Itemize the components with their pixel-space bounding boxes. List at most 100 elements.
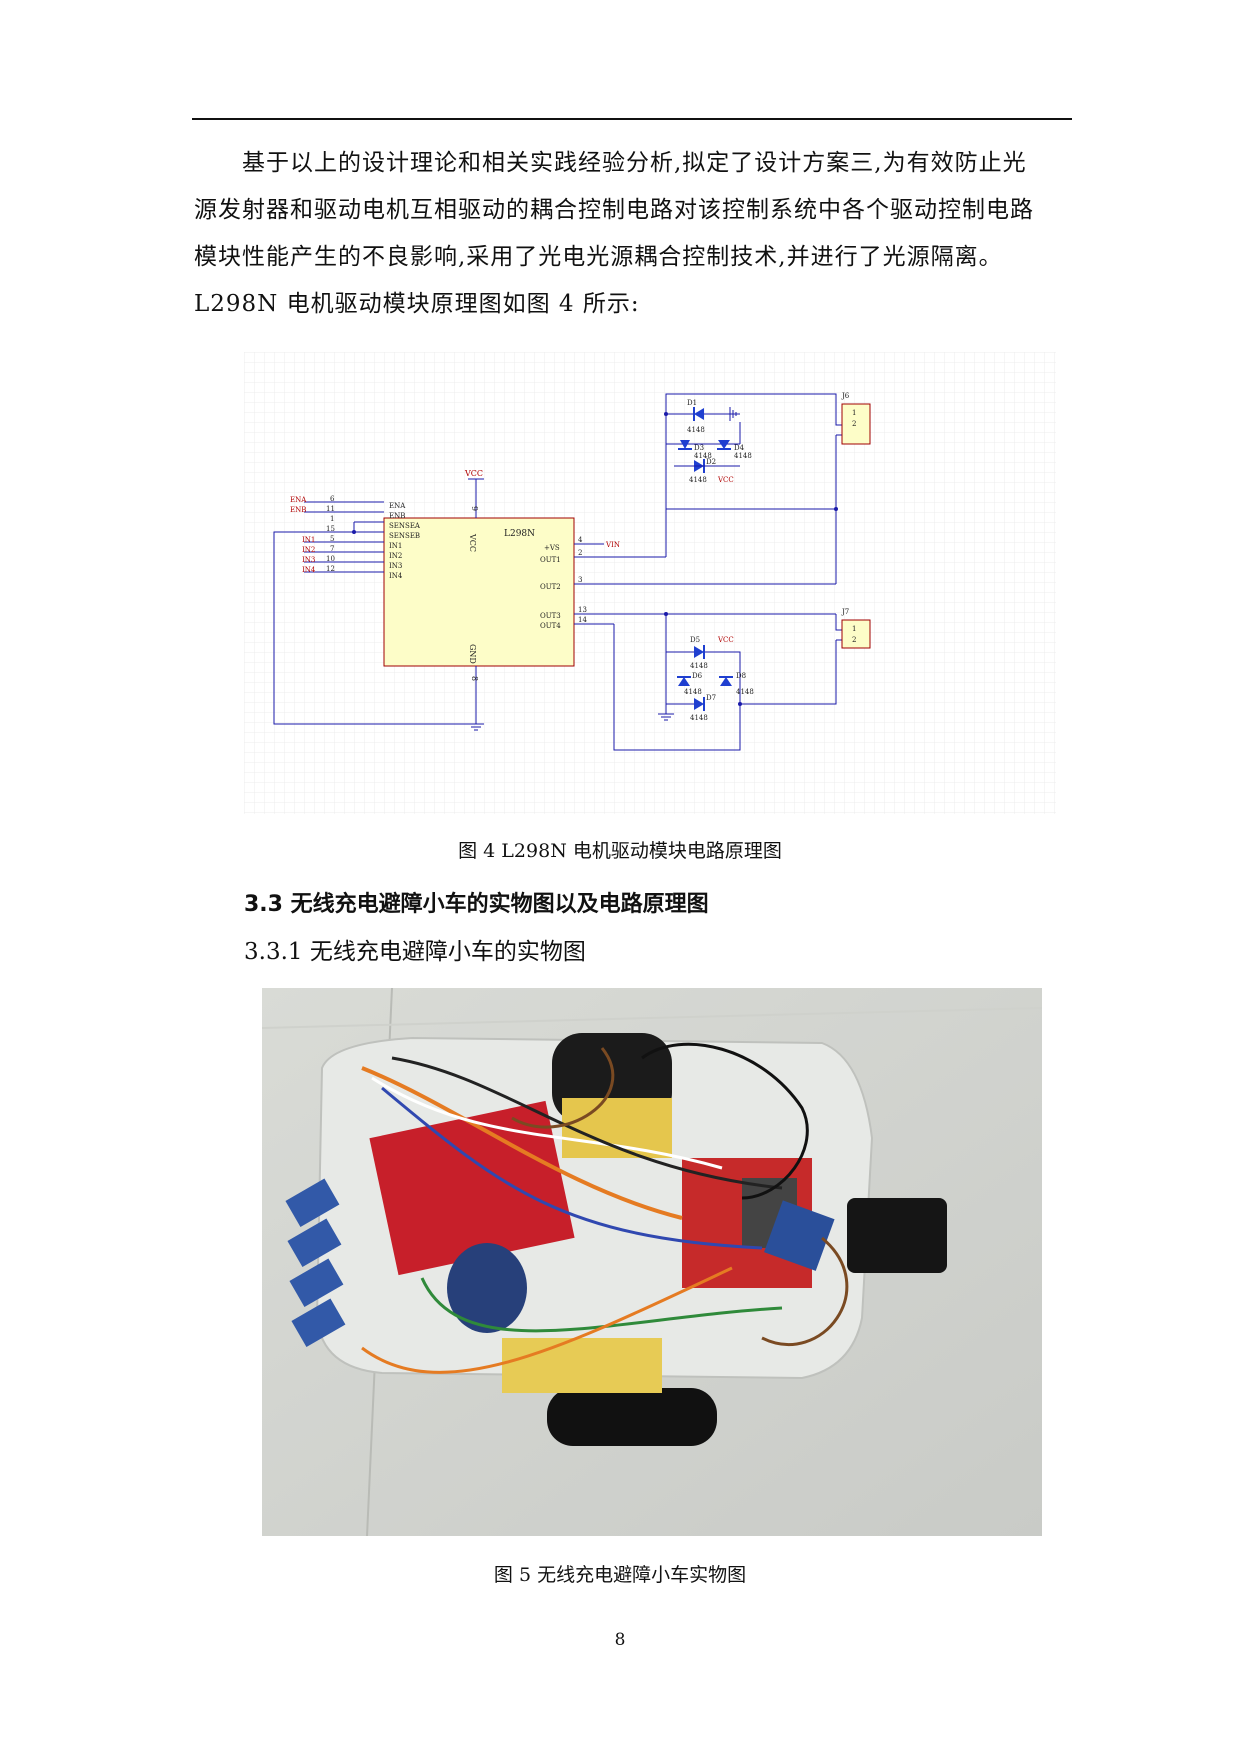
- left-pin-senseb: 15 SENSEB: [326, 525, 420, 540]
- vcc-pin-number: 9: [470, 506, 479, 511]
- svg-text:3: 3: [578, 576, 582, 584]
- svg-text:SENSEB: SENSEB: [389, 532, 420, 540]
- diode-d7: D7 4148: [666, 694, 716, 722]
- ground-symbol-top: [718, 407, 737, 421]
- svg-text:IN3: IN3: [389, 562, 402, 570]
- svg-text:IN4: IN4: [389, 572, 403, 580]
- body-paragraph: 基于以上的设计理论和相关实践经验分析,拟定了设计方案三,为有效防止光 源发射器和…: [194, 140, 1074, 328]
- svg-text:IN2: IN2: [389, 552, 402, 560]
- left-pin-in1: IN1 5 IN1: [302, 535, 402, 550]
- right-pin-out1: 2 OUT1: [540, 549, 666, 564]
- svg-text:2: 2: [578, 549, 582, 557]
- diode-d8: D8 4148: [719, 672, 754, 696]
- svg-text:4148: 4148: [690, 662, 708, 670]
- svg-text:12: 12: [326, 565, 335, 573]
- svg-text:4148: 4148: [734, 452, 752, 460]
- svg-text:4148: 4148: [694, 452, 712, 460]
- l298n-chip: [383, 517, 575, 667]
- svg-text:VIN: VIN: [605, 541, 620, 549]
- svg-text:13: 13: [578, 606, 587, 614]
- svg-text:SENSEA: SENSEA: [389, 522, 421, 530]
- left-pin-sensea: 1 SENSEA: [330, 515, 421, 530]
- left-pin-in2: IN2 7 IN2: [302, 545, 402, 560]
- diode-d4: D4 4148: [717, 440, 752, 460]
- svg-text:D2: D2: [706, 458, 716, 466]
- svg-text:1: 1: [852, 625, 856, 633]
- right-pin-vs: 4 +VS VIN: [544, 536, 620, 552]
- diode-d5: D5 4148 VCC: [690, 636, 734, 670]
- gnd-pin-number: 8: [470, 676, 479, 681]
- svg-text:OUT3: OUT3: [540, 612, 561, 620]
- svg-text:4148: 4148: [687, 426, 705, 434]
- svg-text:D7: D7: [706, 694, 716, 702]
- page-number: 8: [614, 1630, 626, 1650]
- svg-text:7: 7: [330, 545, 334, 553]
- svg-text:J6: J6: [841, 392, 850, 400]
- right-pin-out3: 13 OUT3: [540, 606, 836, 620]
- svg-text:IN1: IN1: [389, 542, 402, 550]
- svg-text:OUT4: OUT4: [540, 622, 561, 630]
- svg-text:OUT1: OUT1: [540, 556, 561, 564]
- body-line-3: 模块性能产生的不良影响,采用了光电光源耦合控制技术,并进行了光源隔离。: [194, 244, 1003, 270]
- section-heading: 3.3 无线充电避障小车的实物图以及电路原理图: [244, 892, 709, 917]
- left-pin-enb: ENB 11 ENB: [290, 505, 405, 520]
- svg-text:VCC: VCC: [717, 636, 734, 644]
- svg-text:OUT2: OUT2: [540, 583, 561, 591]
- svg-text:5: 5: [330, 535, 334, 543]
- schematic-grid: [244, 352, 1056, 814]
- svg-text:1: 1: [330, 515, 334, 523]
- vcc-pin-name: VCC: [468, 533, 477, 552]
- svg-text:D1: D1: [687, 399, 697, 407]
- left-pin-ena: ENA 6 ENA: [290, 495, 406, 510]
- diode-d3: D3 4148: [678, 440, 712, 460]
- svg-text:10: 10: [326, 555, 335, 563]
- svg-text:ENB: ENB: [389, 512, 405, 520]
- diode-d2: D2 4148 VCC: [674, 458, 740, 484]
- svg-text:D3: D3: [694, 444, 704, 452]
- svg-text:D8: D8: [736, 672, 746, 680]
- svg-text:6: 6: [330, 495, 335, 503]
- vcc-label-chip: VCC: [464, 469, 483, 478]
- svg-text:IN1: IN1: [302, 536, 315, 544]
- figure-5-photo: [261, 987, 1043, 1537]
- svg-text:ENA: ENA: [290, 496, 307, 504]
- figure-4-caption: 图 4 L298N 电机驱动模块电路原理图: [458, 840, 782, 862]
- svg-text:4148: 4148: [690, 714, 708, 722]
- svg-text:VCC: VCC: [717, 476, 734, 484]
- figure-4-schematic: L298N VCC 9 VCC GND 8 ENA 6 ENA ENB 11 E…: [244, 352, 1056, 814]
- diode-d1: D1 4148: [687, 399, 705, 434]
- svg-text:4: 4: [578, 536, 583, 544]
- svg-text:2: 2: [852, 636, 856, 644]
- svg-text:D5: D5: [690, 636, 700, 644]
- svg-text:+VS: +VS: [544, 544, 560, 552]
- body-line-1: 基于以上的设计理论和相关实践经验分析,拟定了设计方案三,为有效防止光: [242, 150, 1027, 176]
- subsection-heading: 3.3.1 无线充电避障小车的实物图: [244, 939, 586, 965]
- right-pin-out4: 14 OUT4: [540, 616, 614, 630]
- gnd-pin-name: GND: [468, 644, 477, 664]
- svg-text:11: 11: [326, 505, 335, 513]
- svg-text:ENB: ENB: [290, 506, 306, 514]
- svg-text:4148: 4148: [689, 476, 707, 484]
- svg-text:IN3: IN3: [302, 556, 315, 564]
- figure-5-caption: 图 5 无线充电避障小车实物图: [493, 1564, 747, 1586]
- svg-text:1: 1: [852, 409, 856, 417]
- svg-text:D6: D6: [692, 672, 703, 680]
- left-pin-in4: IN4 12 IN4: [302, 565, 403, 580]
- svg-text:4148: 4148: [736, 688, 754, 696]
- svg-text:15: 15: [326, 525, 335, 533]
- body-line-2: 源发射器和驱动电机互相驱动的耦合控制电路对该控制系统中各个驱动控制电路: [194, 197, 1034, 223]
- svg-text:4148: 4148: [684, 688, 702, 696]
- body-line-4: L298N 电机驱动模块原理图如图 4 所示:: [194, 291, 640, 317]
- chip-name: L298N: [504, 529, 535, 539]
- svg-text:IN4: IN4: [302, 566, 316, 574]
- right-pin-out2: 3 OUT2: [540, 576, 836, 591]
- svg-text:D4: D4: [734, 444, 745, 452]
- ground-symbol-bottom: [658, 692, 674, 721]
- svg-text:IN2: IN2: [302, 546, 315, 554]
- header-rule: [192, 118, 1072, 120]
- svg-text:14: 14: [578, 616, 587, 624]
- connector-j7: J7 1 2: [841, 608, 871, 649]
- connector-j6: J6 1 2: [841, 392, 871, 445]
- svg-text:2: 2: [852, 420, 856, 428]
- svg-text:ENA: ENA: [389, 502, 406, 510]
